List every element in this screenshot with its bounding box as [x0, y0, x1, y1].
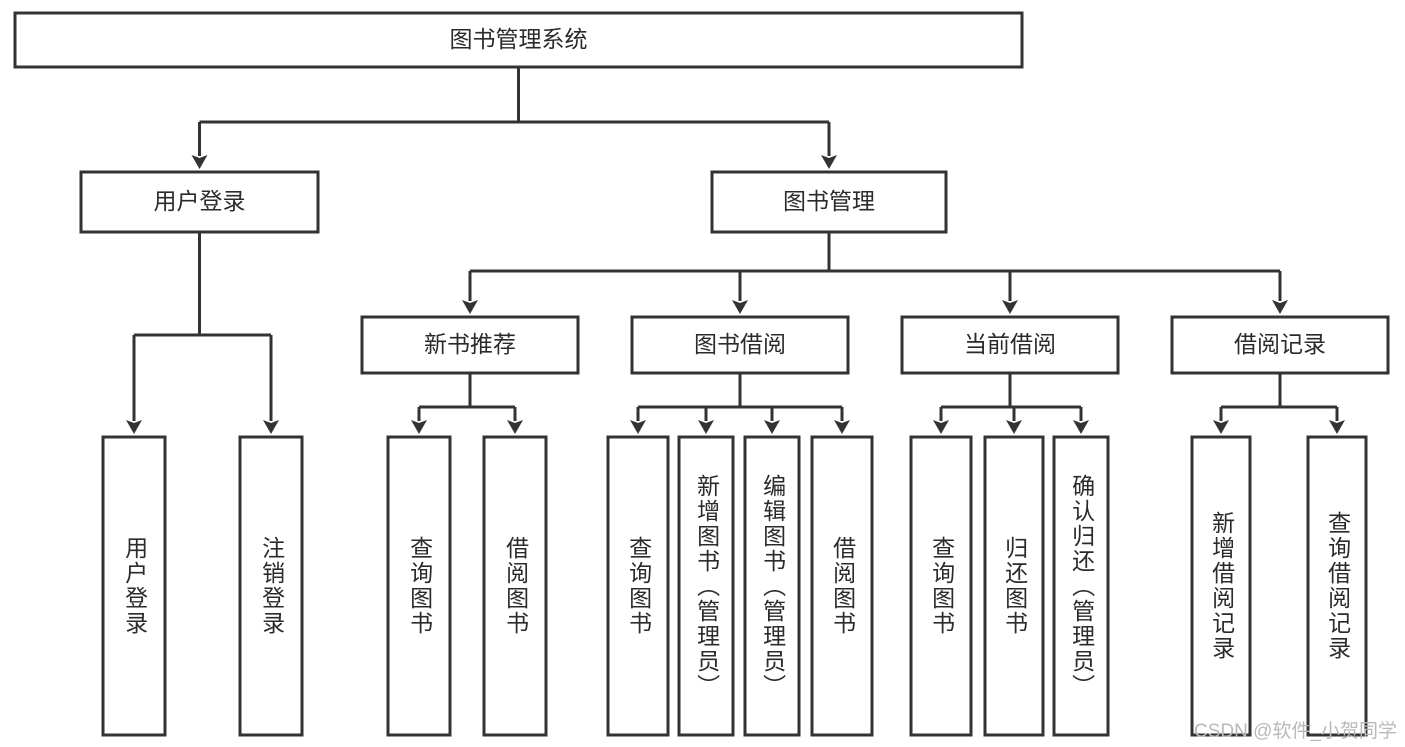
node-box-current-borrow[interactable] [900, 315, 1120, 375]
node-box-leaf-query-borrow-record[interactable] [1306, 435, 1368, 737]
node-box-leaf-edit-book-admin[interactable] [743, 435, 801, 737]
node-box-user-login[interactable] [79, 170, 320, 234]
node-box-new-book-recommend[interactable] [360, 315, 580, 375]
node-label-new-book-recommend: 新书推荐 [424, 331, 516, 357]
node-box-leaf-add-borrow-record[interactable] [1190, 435, 1252, 737]
node-box-leaf-confirm-return-admin[interactable] [1052, 435, 1110, 737]
node-label-user-login: 用户登录 [154, 188, 246, 214]
watermark: CSDN @软件_小贺同学 [1194, 721, 1397, 742]
node-box-leaf-borrow-book[interactable] [810, 435, 874, 737]
node-label-book-management: 图书管理 [783, 188, 875, 214]
node-box-leaf-query-book-current[interactable] [909, 435, 973, 737]
node-box-layer [13, 11, 1390, 737]
node-box-book-borrow[interactable] [630, 315, 850, 375]
node-box-leaf-query-book-borrow[interactable] [606, 435, 670, 737]
node-box-borrow-record[interactable] [1170, 315, 1390, 375]
node-box-root[interactable] [13, 11, 1024, 69]
node-label-borrow-record: 借阅记录 [1234, 331, 1326, 357]
node-box-book-management[interactable] [710, 170, 948, 234]
node-label-current-borrow: 当前借阅 [964, 331, 1056, 357]
connector-layer [126, 67, 1345, 434]
node-box-leaf-user-logout[interactable] [238, 435, 304, 737]
node-box-leaf-query-book-recommend[interactable] [386, 435, 452, 737]
node-box-leaf-add-book-admin[interactable] [677, 435, 735, 737]
node-box-leaf-user-login[interactable] [101, 435, 167, 737]
node-box-leaf-return-book[interactable] [983, 435, 1045, 737]
node-label-root: 图书管理系统 [450, 26, 588, 52]
node-box-leaf-borrow-book-recommend[interactable] [482, 435, 548, 737]
node-label-book-borrow: 图书借阅 [694, 331, 786, 357]
